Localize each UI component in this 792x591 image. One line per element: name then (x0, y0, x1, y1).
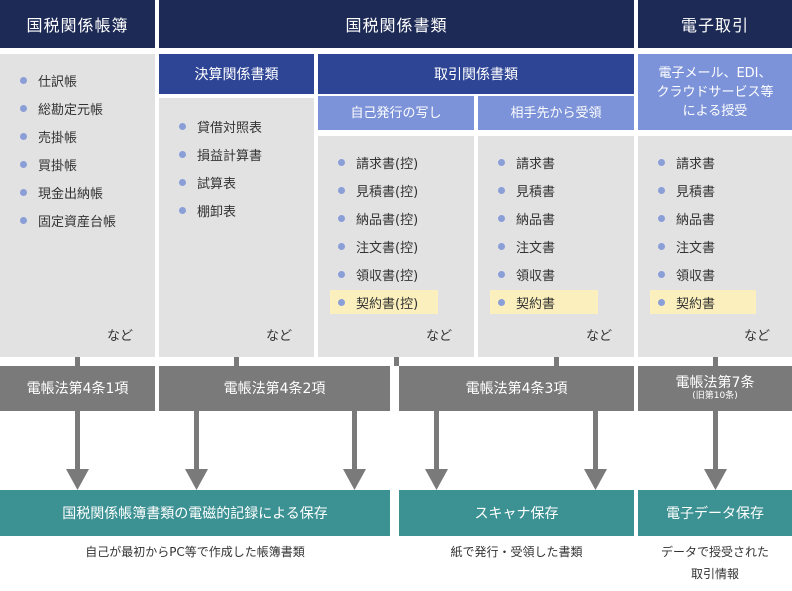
list-item: 見積書 (490, 176, 555, 204)
bullet-icon (338, 214, 345, 222)
list-self-issued: 請求書(控) 見積書(控) 納品書(控) 注文書(控) 領収書(控) 契約書(控… (330, 148, 439, 316)
header-documents: 国税関係書類 (159, 0, 634, 48)
list-item: 領収書 (650, 260, 715, 288)
note-electromagnetic: 自己が最初からPC等で作成した帳簿書類 (85, 545, 305, 559)
storage-electronic-data: 電子データ保存 (638, 490, 792, 536)
list-item: 注文書 (650, 232, 715, 260)
bullet-icon (338, 242, 345, 250)
down-arrow-icon (584, 411, 607, 490)
list-item: 固定資産台帳 (12, 206, 116, 234)
list-item-highlighted: 契約書 (490, 288, 599, 316)
bullet-icon (658, 242, 665, 250)
bullet-icon (338, 158, 345, 166)
bullet-icon (658, 214, 665, 222)
note-electronic-data: データで授受された 取引情報 (660, 545, 769, 581)
bullet-icon (20, 160, 27, 168)
list-item: 納品書 (650, 204, 715, 232)
list-item: 納品書 (490, 204, 555, 232)
bullet-icon (338, 298, 345, 306)
bullet-icon (498, 158, 505, 166)
law-art7: 電帳法第7条 (旧第10条) (638, 366, 792, 411)
list-item-highlighted: 契約書 (650, 288, 757, 316)
bullet-icon (20, 132, 27, 140)
subheader-transaction: 取引関係書類 (318, 54, 634, 94)
subheader-electronic-desc: 電子メール、EDI、 クラウドサービス等 による授受 (638, 54, 792, 130)
subheader-settlement: 決算関係書類 (159, 54, 314, 94)
bullet-icon (179, 122, 186, 130)
list-item: 見積書(控) (330, 176, 418, 204)
list-item: 請求書 (650, 148, 715, 176)
column-settlement (159, 98, 314, 357)
down-arrow-icon (66, 411, 89, 490)
bullet-icon (658, 270, 665, 278)
list-item: 総勘定元帳 (12, 94, 116, 122)
connector-line (75, 357, 80, 366)
bullet-icon (498, 214, 505, 222)
connector-line (554, 357, 559, 366)
flow-arrows (66, 411, 727, 490)
bullet-icon (498, 298, 505, 306)
etc-label: など (266, 329, 293, 344)
bullet-icon (179, 178, 186, 186)
down-arrow-icon (425, 411, 448, 490)
list-settlement: 貸借対照表 損益計算書 試算表 棚卸表 (171, 112, 262, 224)
list-item: 領収書 (490, 260, 555, 288)
bullet-icon (498, 242, 505, 250)
list-books: 仕訳帳 総勘定元帳 売掛帳 買掛帳 現金出納帳 固定資産台帳 (12, 66, 116, 234)
list-item: 注文書(控) (330, 232, 418, 260)
connector-line (713, 357, 718, 366)
law-art4-2: 電帳法第4条2項 (159, 366, 390, 411)
list-item: 請求書 (490, 148, 555, 176)
storage-electromagnetic: 国税関係帳簿書類の電磁的記録による保存 (0, 490, 390, 536)
etc-label: など (744, 329, 771, 344)
bullet-icon (658, 298, 665, 306)
list-item: 注文書 (490, 232, 555, 260)
bullet-icon (179, 206, 186, 214)
law-art4-1: 電帳法第4条1項 (0, 366, 155, 411)
down-arrow-icon (343, 411, 366, 490)
down-arrow-icon (704, 411, 727, 490)
bullet-icon (20, 216, 27, 224)
law-art4-3: 電帳法第4条3項 (399, 366, 634, 411)
connector-line (234, 357, 239, 366)
bullet-icon (20, 76, 27, 84)
bullet-icon (498, 186, 505, 194)
etc-label: など (426, 329, 453, 344)
list-item: 買掛帳 (12, 150, 116, 178)
list-item: 貸借対照表 (171, 112, 262, 140)
header-books: 国税関係帳簿 (0, 0, 155, 48)
list-item: 売掛帳 (12, 122, 116, 150)
etc-label: など (107, 329, 134, 344)
subheader-self-issued: 自己発行の写し (318, 96, 474, 130)
etc-label: など (586, 329, 613, 344)
list-item-highlighted: 契約書(控) (330, 288, 439, 316)
column-books (0, 54, 155, 357)
list-electronic: 請求書 見積書 納品書 注文書 領収書 契約書 (650, 148, 757, 316)
list-item: 損益計算書 (171, 140, 262, 168)
bullet-icon (338, 270, 345, 278)
list-item: 見積書 (650, 176, 715, 204)
list-item: 試算表 (171, 168, 262, 196)
bullet-icon (658, 186, 665, 194)
connector-line (394, 357, 399, 366)
header-electronic: 電子取引 (638, 0, 792, 48)
note-scanner: 紙で発行・受領した書類 (450, 545, 583, 559)
bullet-icon (658, 158, 665, 166)
bullet-icon (20, 188, 27, 196)
bullet-icon (338, 186, 345, 194)
subheader-received: 相手先から受領 (478, 96, 634, 130)
list-item: 納品書(控) (330, 204, 418, 232)
list-item: 仕訳帳 (12, 66, 116, 94)
list-item: 領収書(控) (330, 260, 418, 288)
storage-scanner: スキャナ保存 (399, 490, 634, 536)
list-received: 請求書 見積書 納品書 注文書 領収書 契約書 (490, 148, 599, 316)
list-item: 棚卸表 (171, 196, 262, 224)
list-item: 請求書(控) (330, 148, 418, 176)
list-item: 現金出納帳 (12, 178, 116, 206)
law-art7-note: (旧第10条) (692, 391, 738, 401)
down-arrow-icon (185, 411, 208, 490)
bullet-icon (179, 150, 186, 158)
bullet-icon (20, 104, 27, 112)
bullet-icon (498, 270, 505, 278)
